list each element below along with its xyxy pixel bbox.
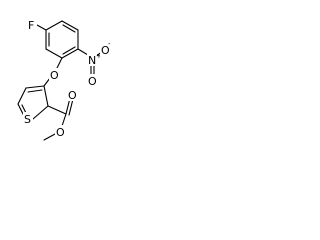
bond-o-methyl — [43, 133, 56, 141]
bond-benzene-double-1 — [62, 24, 76, 33]
ether-oxygen-label: O — [50, 69, 59, 82]
bond-benzene-double-2 — [62, 46, 76, 55]
bond-c-carbonyl — [47, 105, 67, 115]
fluorine-label: F — [28, 19, 34, 32]
bond-thiophene-2 — [17, 87, 27, 105]
nitro-oxygen-2-label: O — [88, 75, 97, 88]
chemical-structure: F N + O - O O S O O — [17, 18, 111, 141]
bond-benzene-1 — [61, 20, 79, 31]
nitro-oxygen-1-label: O — [101, 44, 110, 57]
bond-thiophene-double-1 — [27, 89, 43, 93]
thiophene-sulfur-label: S — [24, 113, 31, 126]
ester-oxygen-label: O — [56, 126, 65, 139]
bond-thiophene-5 — [43, 85, 49, 107]
bond-thiophene-double-2 — [21, 104, 27, 114]
nitro-nitrogen-label: N — [88, 54, 96, 67]
nitro-positive-charge: + — [96, 52, 102, 60]
atom-labels: F N + O - O O S O O — [23, 18, 111, 139]
bond-c-o-carbonyl-double — [68, 98, 74, 116]
nitro-oxygen-negative-charge: - — [108, 40, 111, 48]
bond-benzene-4 — [45, 48, 63, 59]
bond-thiophene-1 — [25, 85, 45, 89]
bond-c-n — [77, 48, 89, 56]
bond-benzene-6 — [45, 20, 63, 31]
bond-thiophene-4 — [32, 105, 49, 120]
bond-c-o-ester — [61, 113, 67, 127]
carbonyl-oxygen-label: O — [68, 89, 77, 102]
bond-c-f — [36, 24, 47, 31]
bond-benzene-3 — [61, 48, 79, 59]
